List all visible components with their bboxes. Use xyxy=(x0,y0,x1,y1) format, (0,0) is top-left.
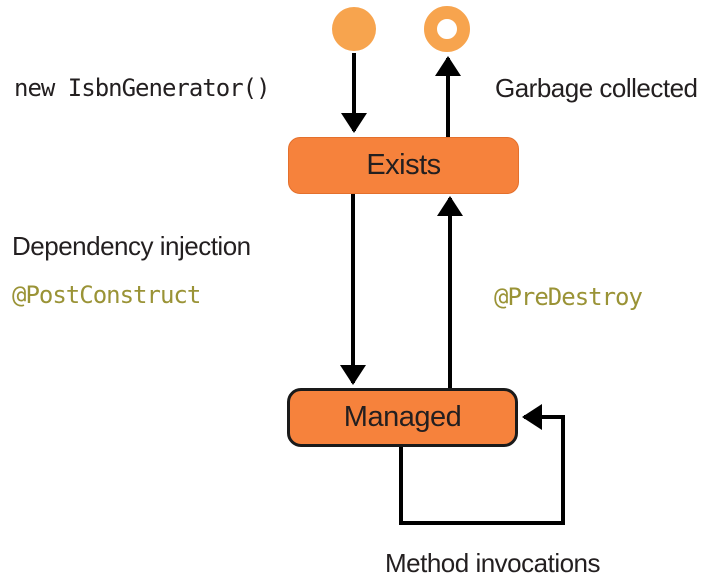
self-loop-method-invocations xyxy=(399,404,565,525)
label-post-construct: @PostConstruct xyxy=(12,281,201,309)
label-constructor-call: new IsbnGenerator() xyxy=(14,74,271,102)
initial-state-icon xyxy=(332,7,376,51)
label-method-invocations: Method invocations xyxy=(385,548,601,578)
label-garbage-collected: Garbage collected xyxy=(495,73,698,103)
label-pre-destroy: @PreDestroy xyxy=(494,283,643,311)
final-state-icon xyxy=(424,6,470,52)
state-exists: Exists xyxy=(288,137,519,194)
label-dependency-injection: Dependency injection xyxy=(12,231,251,261)
state-managed-label: Managed xyxy=(343,401,462,433)
state-exists-label: Exists xyxy=(366,149,441,181)
state-managed: Managed xyxy=(287,388,518,447)
